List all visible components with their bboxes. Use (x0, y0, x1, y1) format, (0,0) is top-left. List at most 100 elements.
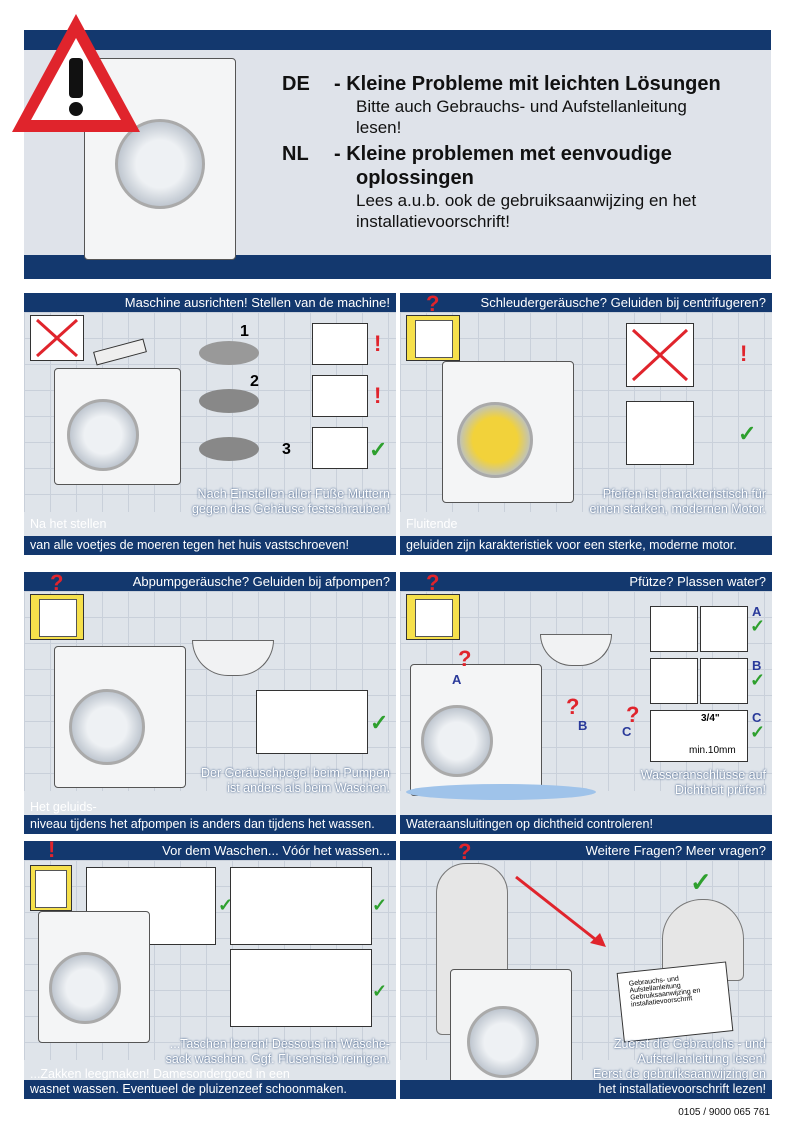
manual-book-text: Gebrauchs- und Aufstellanleitung Gebruik… (628, 975, 701, 1009)
panel-title: Vor dem Waschen... Vóór het wassen... (24, 841, 396, 860)
header-washing-machine (84, 58, 236, 260)
de-sub-2: lesen! (356, 118, 402, 137)
check-icon: ✓ (369, 437, 388, 462)
label-b: B (578, 718, 588, 733)
de-code: DE (282, 73, 310, 95)
caption-de-1: Der Geräuschpegel beim Pumpen (201, 766, 390, 780)
manual-book: Gebrauchs- und Aufstellanleitung Gebruik… (616, 961, 734, 1043)
step-1: 1 (240, 323, 249, 340)
caption-de-2: sack waschen. Ggf. Flusensieb reinigen. (165, 1052, 390, 1066)
drum (421, 705, 493, 777)
caption-de-1: Zuerst die Gebrauchs - und (613, 1037, 766, 1051)
check-icon: ✓ (750, 670, 766, 690)
caption-de: ...Taschen leeren! Dessous im Wäsche- sa… (166, 1037, 390, 1067)
caption-de: Pfeifen ist charakteristisch für einen s… (590, 487, 767, 517)
caption-nl-2: het installatievoorschrift lezen! (400, 1080, 772, 1099)
red-arrow-icon (515, 875, 606, 947)
caption-de-2: Dichtheit prüfen! (674, 783, 766, 797)
nl-title-1: - Kleine problemen met eenvoudige (334, 143, 672, 165)
question-mark-icon: ? (458, 841, 472, 864)
caption-de-2: Aufstellanleitung lesen! (637, 1052, 766, 1066)
de-title: - Kleine Probleme mit leichten Lösungen (334, 73, 721, 95)
caption-de: Wasseranschlüsse auf Dichtheit prüfen! (641, 768, 766, 798)
tool-fraction: 3/4" (701, 713, 720, 724)
check-icon: ✓ (690, 867, 712, 897)
min-measure: min.10mm (689, 745, 736, 756)
caption-nl-1: Na het stellen (30, 517, 107, 531)
panel-level-machine: Maschine ausrichten! Stellen van de mach… (24, 293, 396, 555)
leak-icon (406, 594, 460, 640)
exclamation-icon: ! (374, 383, 382, 408)
foot-correct (312, 427, 368, 469)
document-code: 0105 / 9000 065 761 (678, 1107, 770, 1118)
drum (49, 952, 121, 1024)
check-a-right (700, 606, 748, 652)
label-b-side: B (752, 658, 762, 673)
no-transport-bolts-frame (626, 323, 694, 387)
panel-title: Maschine ausrichten! Stellen van de mach… (24, 293, 396, 312)
foot-wrong-1 (312, 323, 368, 365)
laundry-bag-frame (230, 867, 372, 945)
foot-wrong-2 (312, 375, 368, 417)
exclamation-icon: ! (374, 331, 382, 356)
label-c-side: C (752, 710, 762, 725)
drum (67, 399, 139, 471)
panel-title: Weitere Fragen? Meer vragen? (400, 841, 772, 860)
caption-nl-1: Het geluids- (30, 800, 97, 814)
caption-nl-1: Fluitende (406, 517, 458, 531)
caption-de: Der Geräuschpegel beim Pumpen ist anders… (201, 766, 390, 796)
panel-before-washing: Vor dem Waschen... Vóór het wassen... ! … (24, 841, 396, 1099)
washing-machine (54, 646, 186, 788)
question-mark-icon: ? (50, 572, 64, 595)
check-icon: ✓ (750, 616, 766, 636)
check-b-wrong (650, 658, 698, 704)
question-mark-icon: ? (426, 293, 440, 316)
caption-de: Zuerst die Gebrauchs - und Aufstellanlei… (593, 1037, 766, 1082)
de-sub-1: Bitte auch Gebrauchs- und Aufstellanleit… (356, 97, 687, 116)
panel-spin-noise: Schleudergeräusche? Geluiden bij centrif… (400, 293, 772, 555)
header-drum (115, 119, 205, 209)
question-mark-icon: ? (426, 572, 440, 595)
panel-title: Pfütze? Plassen water? (400, 572, 772, 591)
caption-nl-1: Eerst de gebruiksaanwijzing en (592, 1067, 766, 1081)
exclamation-icon: ! (48, 841, 56, 862)
panel-more-questions: Weitere Fragen? Meer vragen? ? ✓ Gebrauc… (400, 841, 772, 1099)
lint-filter-frame (230, 949, 372, 1027)
drum (69, 689, 145, 765)
label-a: A (452, 672, 462, 687)
check-b-right (700, 658, 748, 704)
check-icon: ✓ (218, 895, 234, 915)
header-text: DE - Kleine Probleme mit leichten Lösunge… (282, 72, 762, 232)
check-icon: ✓ (750, 722, 766, 742)
step-2: 2 (250, 373, 259, 390)
no-machine-icon (30, 315, 84, 361)
adjust-feet-steps-icon (199, 341, 259, 461)
caption-de-2: einen starken, modernen Motor. (589, 502, 767, 516)
question-mark-icon: ? (566, 694, 580, 719)
panel-title: Schleudergeräusche? Geluiden bij centrif… (400, 293, 772, 312)
pump-noise-icon (30, 594, 84, 640)
washing-machine (38, 911, 150, 1043)
check-c-frame: 3/4" min.10mm (650, 710, 748, 762)
warning-triangle-icon (12, 14, 140, 132)
caption-nl-1: ...Zakken leegmaken! Damesondergoed in e… (30, 1067, 290, 1081)
door-icon (30, 865, 72, 911)
nl-code: NL (282, 143, 309, 165)
caption-de-1: Pfeifen ist charakteristisch für (602, 487, 766, 501)
nl-sub-1: Lees a.u.b. ook de gebruiksaanwijzing en… (356, 191, 697, 210)
label-c: C (622, 724, 632, 739)
panel-water-puddle: Pfütze? Plassen water? ? ? ? ? A B C 3/4… (400, 572, 772, 834)
exclamation-icon: ! (740, 341, 748, 366)
nl-title-2: oplossingen (356, 167, 474, 189)
spin-noise-icon (406, 315, 460, 361)
check-icon: ✓ (372, 895, 388, 915)
motor-whistle-frame (626, 401, 694, 465)
water-puddle (406, 784, 596, 800)
washing-machine (54, 368, 181, 485)
washing-machine (442, 361, 574, 503)
nl-sub-2: installatievoorschrift! (356, 212, 511, 231)
drum (457, 402, 533, 478)
check-icon: ✓ (738, 421, 757, 446)
caption-de-2: ist anders als beim Waschen. (227, 781, 390, 795)
check-icon: ✓ (370, 710, 389, 735)
